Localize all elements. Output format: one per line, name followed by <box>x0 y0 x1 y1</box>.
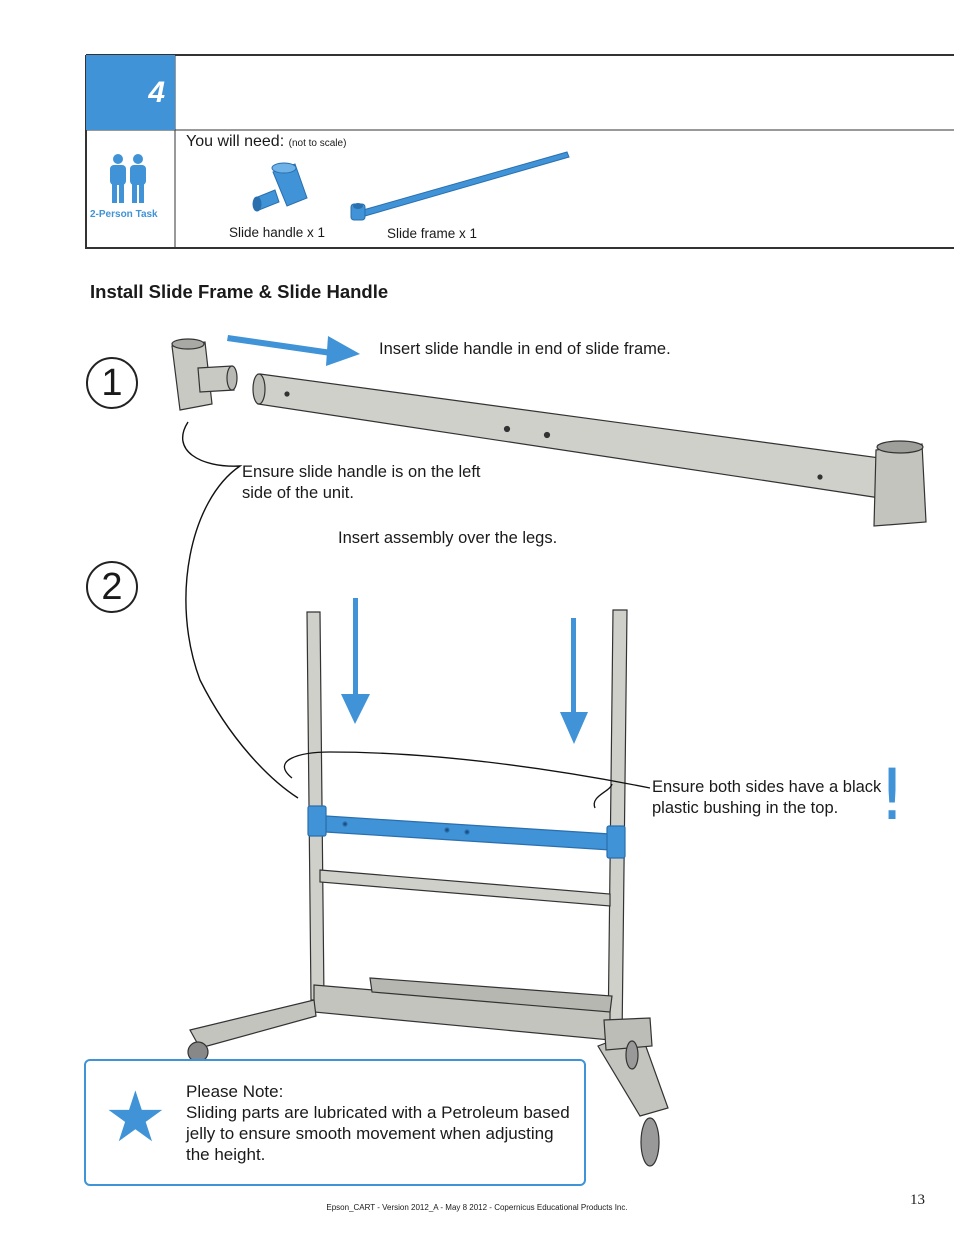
slide-handle-part-image <box>252 162 308 212</box>
cart-frame-drawing <box>187 609 669 1167</box>
step-1-instruction: Insert slide handle in end of slide fram… <box>379 340 671 358</box>
step-1-callout: Ensure slide handle is on the left side … <box>242 463 481 502</box>
slide-handle-label: Slide handle x 1 <box>229 225 326 240</box>
step-2-circle: 2 <box>86 561 138 613</box>
step-2-callout: Ensure both sides have a black plastic b… <box>652 778 882 817</box>
you-will-need-label: You will need: (not to scale) <box>186 133 346 151</box>
slide-frame-part-image <box>350 151 570 221</box>
callout-curve-1 <box>182 421 299 799</box>
warning-exclamation-icon: ! <box>878 754 907 836</box>
page-number: 13 <box>910 1192 925 1208</box>
not-to-scale-text: (not to scale) <box>288 138 347 149</box>
section-title: Install Slide Frame & Slide Handle <box>90 281 389 302</box>
step-1-circle: 1 <box>86 357 138 409</box>
callout-bushing-left <box>283 751 651 789</box>
step-number: 4 <box>86 55 175 130</box>
down-arrows <box>341 598 588 744</box>
star-icon: ★ <box>104 1076 167 1158</box>
slide-frame-drawing <box>252 373 927 527</box>
slide-frame-label: Slide frame x 1 <box>387 226 478 241</box>
insert-arrow <box>227 335 360 366</box>
note-box <box>84 1059 586 1186</box>
note-body: Sliding parts are lubricated with a Petr… <box>186 1103 570 1164</box>
two-person-icon <box>110 154 146 203</box>
assembly-illustration <box>171 335 927 1167</box>
person-task-label: 2-Person Task <box>90 209 158 220</box>
installed-slide-frame <box>307 805 626 859</box>
callout-bushing-right <box>593 783 613 809</box>
slide-handle-drawing <box>171 338 238 411</box>
footer-text: Epson_CART - Version 2012_A - May 8 2012… <box>326 1203 628 1212</box>
note-heading: Please Note: <box>186 1082 284 1101</box>
note-text: Please Note: Sliding parts are lubricate… <box>186 1081 581 1165</box>
step-2-instruction: Insert assembly over the legs. <box>338 529 558 547</box>
you-will-need-text: You will need: <box>186 133 285 150</box>
